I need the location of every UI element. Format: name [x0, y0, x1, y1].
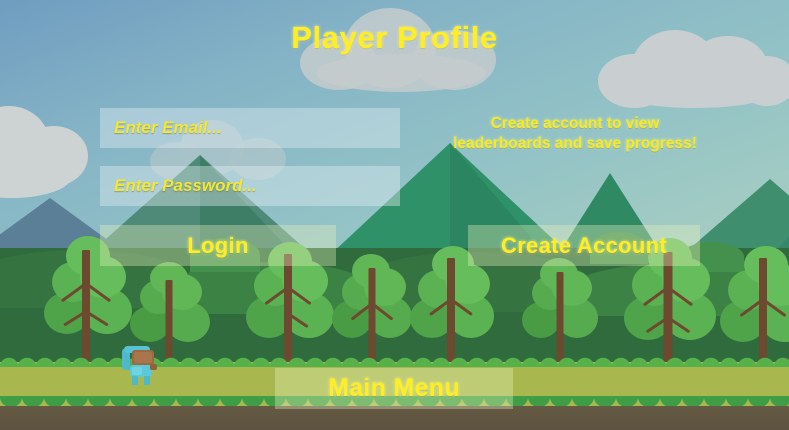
tree	[406, 246, 496, 366]
email-field[interactable]: Enter Email...	[100, 108, 400, 148]
page-title: Player Profile	[291, 20, 498, 55]
player-character	[120, 344, 164, 388]
tree	[618, 238, 718, 366]
password-placeholder: Enter Password...	[114, 176, 257, 195]
login-button[interactable]: Login	[100, 225, 336, 266]
create-account-button[interactable]: Create Account	[468, 225, 700, 266]
tree	[330, 254, 414, 366]
tree	[38, 236, 134, 366]
password-field[interactable]: Enter Password...	[100, 166, 400, 206]
dirt-ground	[0, 406, 789, 430]
grass-top-edge	[0, 357, 789, 367]
grass-bottom-edge	[0, 396, 789, 407]
create-account-note: Create account to view leaderboards and …	[453, 115, 697, 153]
email-placeholder: Enter Email...	[114, 118, 222, 137]
tree	[716, 246, 789, 366]
tree	[520, 258, 600, 366]
bush-clump-2	[590, 232, 648, 264]
tree	[128, 262, 210, 366]
main-menu-button[interactable]: Main Menu	[275, 368, 513, 409]
bush-clump-1	[190, 238, 260, 272]
tree	[240, 242, 336, 366]
